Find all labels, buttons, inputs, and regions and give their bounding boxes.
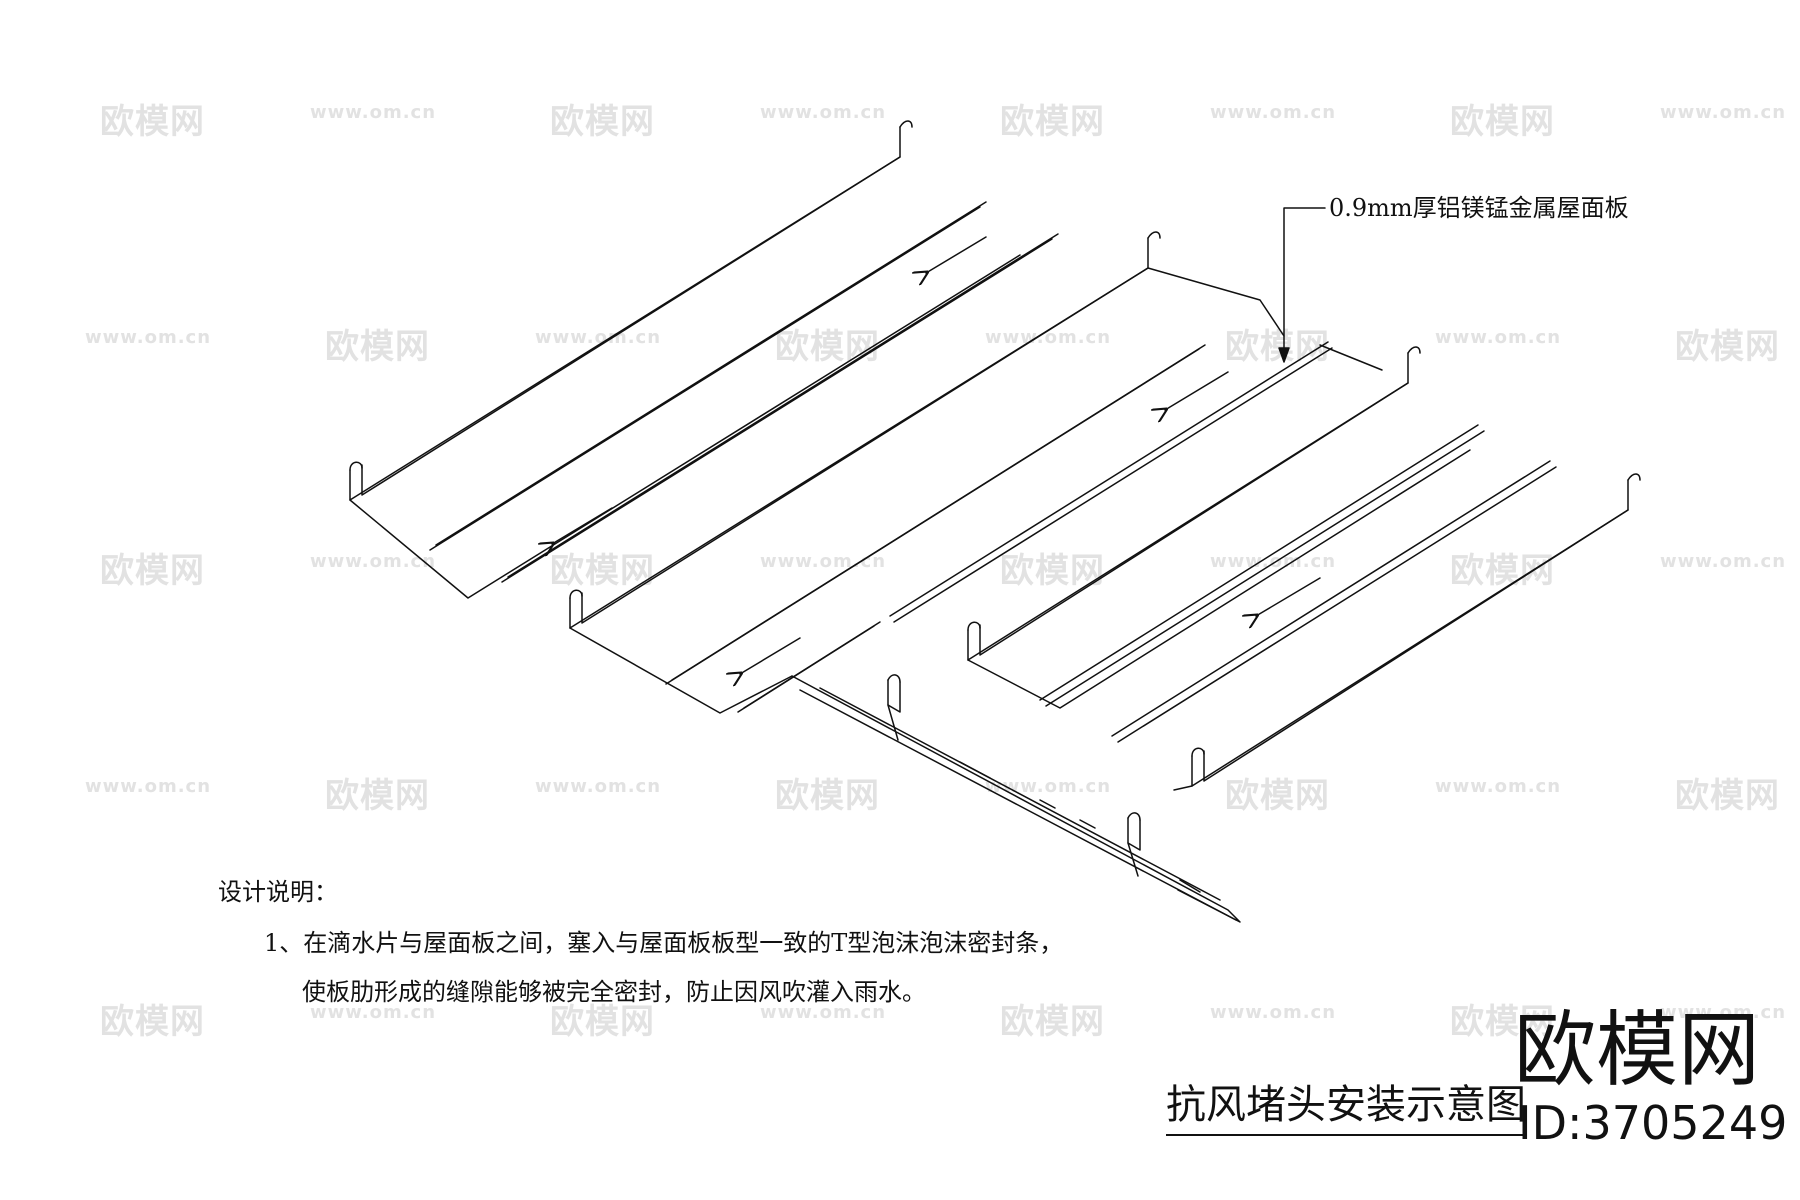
panel-ridge <box>569 237 1149 629</box>
end-plug <box>1127 817 1141 851</box>
watermark-url: www.om.cn <box>535 776 662 797</box>
watermark-logo: 欧模网 <box>1450 102 1555 142</box>
watermark-url: www.om.cn <box>535 327 662 348</box>
flow-arrow <box>552 507 613 544</box>
panel-ridge <box>349 126 901 501</box>
watermark-logo: 欧模网 <box>1675 327 1780 367</box>
watermark-logo: 欧模网 <box>1450 551 1555 591</box>
flow-arrow <box>926 236 987 273</box>
watermark-url: www.om.cn <box>1210 551 1337 572</box>
watermark-logo: 欧模网 <box>1000 551 1105 591</box>
watermark-url: www.om.cn <box>1435 776 1562 797</box>
panel-stiffener <box>1039 424 1479 701</box>
watermark-url: www.om.cn <box>1660 551 1787 572</box>
watermark-url: www.om.cn <box>1435 327 1562 348</box>
watermark-logo: 欧模网 <box>550 1002 655 1042</box>
watermark-url: www.om.cn <box>85 327 212 348</box>
callout-leader <box>1278 207 1326 363</box>
roof-panel-right <box>967 346 1641 791</box>
watermark-logo: 欧模网 <box>1000 1002 1105 1042</box>
flow-arrow <box>1256 577 1321 616</box>
panel-stiffener <box>507 233 1059 578</box>
panel-stiffener <box>1111 460 1551 737</box>
design-note-line: 使板肋形成的缝隙能够被完全密封，防止因风吹灌入雨水。 <box>302 978 926 1006</box>
watermark-logo: 欧模网 <box>1450 1002 1555 1042</box>
roof-panel-left <box>349 120 1161 629</box>
watermark-url: www.om.cn <box>1210 1002 1337 1023</box>
watermark-url: www.om.cn <box>310 551 437 572</box>
panel-stiffener <box>435 201 987 546</box>
watermark-logo: 欧模网 <box>100 1002 205 1042</box>
watermark-url: www.om.cn <box>310 1002 437 1023</box>
watermark-logo: 欧模网 <box>1000 102 1105 142</box>
watermark-logo: 欧模网 <box>325 776 430 816</box>
panel-ridge <box>967 352 1409 661</box>
watermark-url: www.om.cn <box>760 1002 887 1023</box>
watermark-url: www.om.cn <box>85 776 212 797</box>
watermark-logo: 欧模网 <box>1225 776 1330 816</box>
watermark-url: www.om.cn <box>1660 1002 1787 1023</box>
watermark-url: www.om.cn <box>1210 102 1337 123</box>
roof-panel-middle <box>569 267 1383 714</box>
flow-arrow <box>740 637 801 674</box>
watermark-url: www.om.cn <box>1660 102 1787 123</box>
watermark-url: www.om.cn <box>760 102 887 123</box>
watermark-url: www.om.cn <box>310 102 437 123</box>
end-plug <box>887 679 901 713</box>
panel-material-label: 0.9mm厚铝镁锰金属屋面板 <box>1329 194 1629 222</box>
design-note-line: 1、在滴水片与屋面板之间，塞入与屋面板板型一致的T型泡沫泡沫密封条， <box>264 929 1064 957</box>
model-id: ID:3705249 <box>1518 1096 1788 1150</box>
panel-ridge <box>1191 479 1629 787</box>
watermark-logo: 欧模网 <box>100 551 205 591</box>
watermark-logo: 欧模网 <box>550 102 655 142</box>
flow-arrow <box>1165 371 1229 410</box>
design-notes: 设计说明： 1、在滴水片与屋面板之间，塞入与屋面板板型一致的T型泡沫泡沫密封条，… <box>218 872 1063 1021</box>
watermark-logo: 欧模网 <box>100 102 205 142</box>
brand-logo: 欧模网 <box>1514 1003 1761 1098</box>
watermark-logo: 欧模网 <box>775 327 880 367</box>
watermark-logo: 欧模网 <box>550 551 655 591</box>
watermark-logo: 欧模网 <box>775 776 880 816</box>
watermark-logo: 欧模网 <box>1675 776 1780 816</box>
drip-strip <box>791 674 1241 923</box>
watermark-url: www.om.cn <box>985 327 1112 348</box>
drawing-title: 抗风堵头安装示意图 <box>1166 1072 1526 1136</box>
watermark-logo: 欧模网 <box>325 327 430 367</box>
design-notes-heading: 设计说明： <box>218 878 338 906</box>
